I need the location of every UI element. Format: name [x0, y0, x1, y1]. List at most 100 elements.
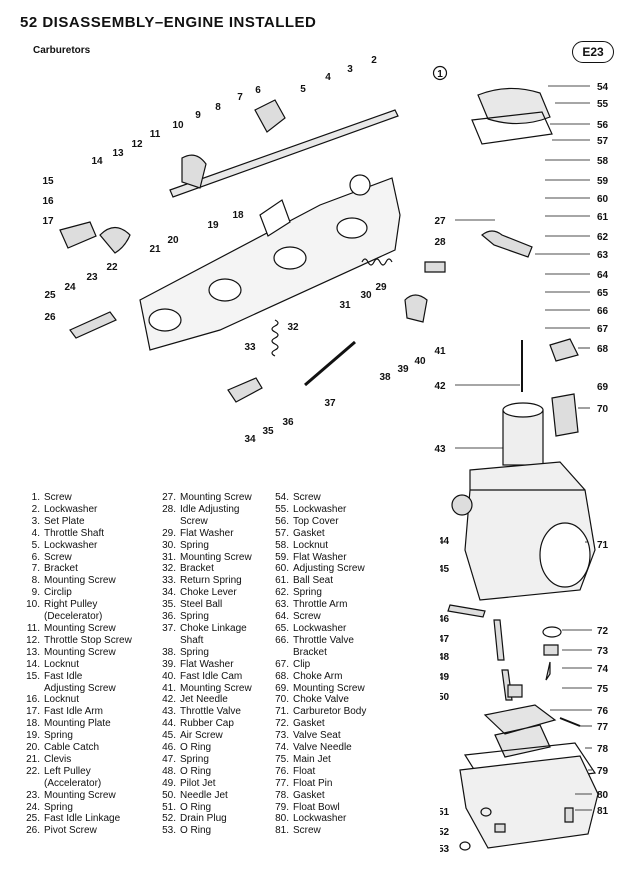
svg-text:45: 45 [440, 564, 450, 575]
top-cover-illustration [477, 87, 551, 125]
legend-item-number: 50. [162, 789, 176, 801]
svg-text:65: 65 [597, 288, 609, 299]
legend-item-number: 23. [26, 789, 40, 801]
legend-item: 46.O Ring [152, 742, 252, 754]
legend-item-label: O Ring [180, 765, 212, 777]
legend-item: 77.Float Pin [265, 778, 366, 790]
svg-text:73: 73 [597, 646, 609, 657]
legend-item-label: Choke Arm [293, 670, 343, 682]
legend-item-number: 69. [275, 682, 289, 694]
legend-item: 64. Screw [265, 611, 366, 623]
legend-item: 24.Spring [16, 802, 132, 814]
svg-text:67: 67 [597, 324, 609, 335]
lower-callout-labels: 44 45 46 47 48 49 50 51 52 53 71 72 73 7… [440, 536, 609, 855]
legend-item-label: Locknut [44, 694, 80, 706]
svg-text:11: 11 [150, 129, 161, 140]
svg-text:5: 5 [300, 84, 306, 95]
legend-item: 27.Mounting Screw [152, 492, 252, 504]
legend-item-label: Spring [180, 646, 209, 658]
legend-item-label: Choke Lever [180, 587, 237, 599]
fast-idle-arm-illustration [59, 221, 97, 249]
legend-item-label: Valve Seat [293, 730, 341, 742]
plate-mount-boss [259, 199, 291, 237]
legend-item-number: 30. [162, 539, 176, 551]
legend-item-label: Locknut [44, 658, 80, 670]
mounting-plate-illustration [139, 177, 401, 351]
legend-item-label: Mounting Screw [180, 682, 252, 694]
svg-text:36: 36 [282, 417, 294, 428]
legend-item-number: 4. [31, 527, 40, 539]
svg-text:44: 44 [440, 536, 450, 547]
o-ring-51-illustration [480, 807, 492, 817]
legend-item-number: 18. [26, 718, 40, 730]
legend-item-label: Lockwasher [293, 622, 347, 634]
fast-idle-linkage-illustration [69, 311, 117, 339]
right-pulley-illustration [181, 154, 207, 189]
legend-item: 48.O Ring [152, 766, 252, 778]
legend-item-label: Spring [180, 611, 209, 623]
legend-item: 51.O Ring [152, 802, 252, 814]
legend-item-label: Screw [180, 515, 208, 527]
svg-text:41: 41 [434, 346, 446, 357]
legend-item-label: Return Spring [180, 575, 242, 587]
figure-code-badge: E23 [572, 41, 614, 63]
svg-text:48: 48 [440, 652, 450, 663]
fast-idle-cam-illustration [404, 294, 428, 323]
gasket-72-illustration [542, 626, 562, 638]
legend-item: 32.Bracket [152, 563, 252, 575]
legend-item-number: 9. [31, 587, 40, 599]
legend-item: 61.Ball Seat [265, 575, 366, 587]
legend-item-number: 22. [26, 765, 40, 777]
legend-item: 41.Mounting Screw [152, 683, 252, 695]
legend-item: 79. Float Bowl [265, 802, 366, 814]
valve-seat-illustration [543, 644, 559, 656]
svg-text:37: 37 [324, 398, 336, 409]
legend-item: 40.Fast Idle Cam [152, 671, 252, 683]
legend-item: 55.Lockwasher [265, 504, 366, 516]
legend-item-label: Top Cover [293, 515, 339, 527]
legend-item-label: Valve Needle [293, 742, 352, 754]
legend-item-label: O Ring [180, 742, 212, 754]
legend-item-number: 76. [275, 765, 289, 777]
legend-item-number: 6. [31, 551, 40, 563]
svg-text:46: 46 [440, 614, 450, 625]
svg-text:7: 7 [237, 92, 243, 103]
throttle-valve-illustration [502, 409, 544, 466]
legend-item-number: 70. [275, 694, 289, 706]
legend-item: 68.Choke Arm [265, 671, 366, 683]
legend-item-label: Mounting Screw [293, 682, 365, 694]
legend-item-number: 79. [275, 801, 289, 813]
svg-text:47: 47 [440, 634, 450, 645]
legend-item-number: 78. [275, 789, 289, 801]
legend-item: 65.Lockwasher [265, 623, 366, 635]
svg-text:49: 49 [440, 672, 450, 683]
legend-item: 31.Mounting Screw [152, 552, 252, 564]
carburetor-body-illustration [469, 461, 586, 490]
legend-item: 13.Mounting Screw [16, 647, 132, 659]
legend-item-number: 74. [275, 742, 289, 754]
legend-item-number: 64. [275, 611, 289, 623]
legend-item: 74. Valve Needle [265, 742, 366, 754]
throttle-arm-illustration [481, 230, 533, 258]
legend-item-number: 49. [162, 777, 176, 789]
legend-item: 54.Screw [265, 492, 366, 504]
bowl-screw-illustration [564, 807, 574, 823]
legend-item-label: Float Bowl [293, 801, 340, 813]
svg-text:14: 14 [91, 156, 103, 167]
legend-item-label: O Ring [180, 825, 212, 837]
legend-item: Shaft [152, 635, 252, 647]
legend-item-label: Screw [293, 611, 321, 623]
legend-item: 49.Pilot Jet [152, 778, 252, 790]
legend-item-label: Screw [44, 492, 72, 503]
svg-text:58: 58 [597, 156, 609, 167]
legend-item: 23.Mounting Screw [16, 790, 132, 802]
legend-item-label: Bracket [180, 563, 214, 575]
svg-text:61: 61 [597, 212, 609, 223]
legend-item: 7.Bracket [16, 563, 132, 575]
valve-needle-illustration [545, 661, 551, 681]
legend-item-label: Drain Plug [180, 813, 227, 825]
legend-item-number: 17. [26, 706, 40, 718]
float-bowl-illustration [459, 755, 599, 849]
svg-text:79: 79 [597, 766, 609, 777]
svg-text:60: 60 [597, 194, 609, 205]
